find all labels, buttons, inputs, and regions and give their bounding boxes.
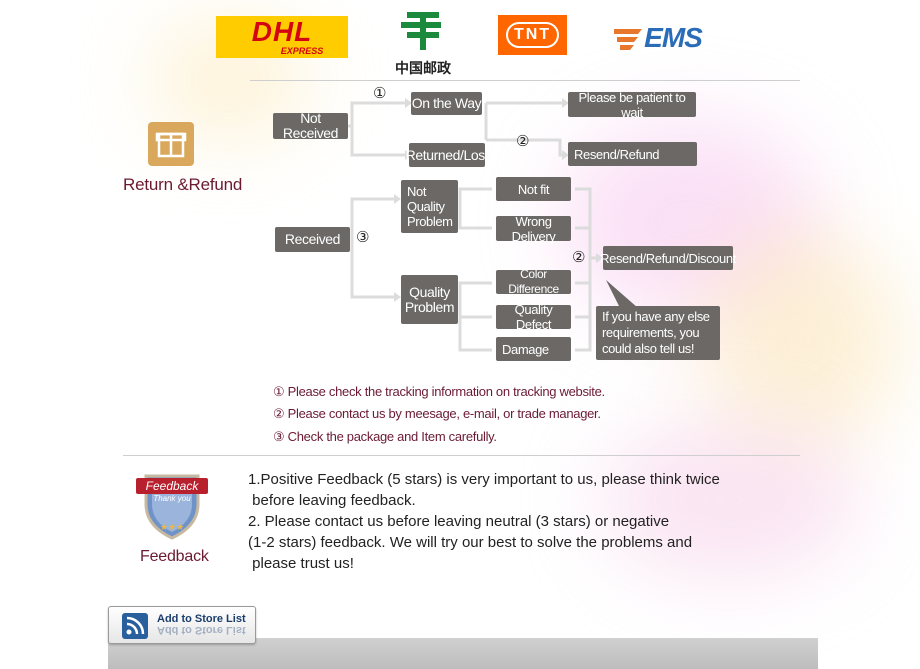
marker-2b: ② [572, 248, 586, 266]
color-difference-box: Color Difference [496, 267, 571, 296]
requirements-bubble: If you have any else requirements, you c… [596, 306, 720, 360]
tnt-logo-text: TNT [505, 22, 560, 48]
ems-logo: EMS [610, 20, 706, 56]
quality-defect-box: Quality Defect [496, 302, 571, 332]
svg-text:★★★: ★★★ [160, 523, 184, 533]
feedback-badge: ★★★ Feedback Thank you [136, 470, 208, 542]
feedback-line: (1-2 stars) feedback. We will try our be… [248, 534, 693, 551]
divider [123, 455, 800, 456]
feedback-line: 2. Please contact us before leaving neut… [248, 513, 670, 530]
feedback-ribbon: Feedback [136, 478, 208, 494]
rss-icon [122, 613, 148, 639]
tnt-logo: TNT [498, 15, 567, 55]
dhl-logo-text: DHL [251, 16, 313, 47]
note-3: ③ Check the package and Item carefully. [273, 429, 497, 444]
feedback-line: before leaving feedback. [248, 492, 416, 509]
resend-refund-box: Resend/Refund [568, 142, 697, 166]
gift-icon [148, 122, 194, 166]
china-post-logo: 中国邮政 [385, 8, 461, 78]
china-post-icon [401, 12, 441, 50]
marker-3: ③ [356, 228, 370, 246]
on-the-way-box: On the Way [411, 92, 482, 115]
divider [250, 80, 800, 81]
quality-problem-box: Quality Problem [401, 275, 458, 324]
china-post-text: 中国邮政 [395, 61, 451, 77]
ems-logo-text: EMS [644, 22, 703, 53]
dhl-logo: DHL EXPRESS [216, 16, 348, 58]
marker-1: ① [373, 84, 387, 102]
add-to-store-list-button[interactable]: Add to Store List Add to Store List [108, 606, 256, 644]
marker-2: ② [516, 132, 530, 150]
bg-decoration [600, 420, 860, 580]
not-received-box: Not Received [273, 111, 348, 141]
feedback-line: 1.Positive Feedback (5 stars) is very im… [248, 471, 720, 488]
note-1: ① Please check the tracking information … [273, 384, 605, 399]
add-to-store-list-label: Add to Store List [157, 613, 246, 625]
feedback-line: please trust us! [248, 555, 354, 572]
returned-lost-box: Returned/Lost [406, 143, 489, 167]
bg-decoration [700, 230, 900, 450]
received-box: Received [275, 227, 350, 252]
be-patient-box: Please be patient to wait [568, 90, 696, 120]
ems-wings-icon [614, 29, 643, 50]
bubble-tail [606, 280, 638, 308]
resend-refund-discount-box: Resend/Refund/Discount [600, 246, 736, 270]
not-quality-problem-box: Not Quality Problem [401, 180, 458, 233]
add-to-store-list-reflection: Add to Store List [157, 624, 246, 636]
damage-box: Damage [496, 337, 571, 361]
note-2: ② Please contact us by meesage, e-mail, … [273, 406, 601, 421]
dhl-logo-sub: EXPRESS [280, 46, 324, 56]
wrong-delivery-box: Wrong Delivery [496, 214, 571, 244]
feedback-label: Feedback [140, 548, 209, 565]
feedback-ribbon-sub: Thank you [153, 494, 191, 503]
return-refund-label: Return &Refund [123, 175, 243, 194]
not-fit-box: Not fit [496, 177, 571, 201]
